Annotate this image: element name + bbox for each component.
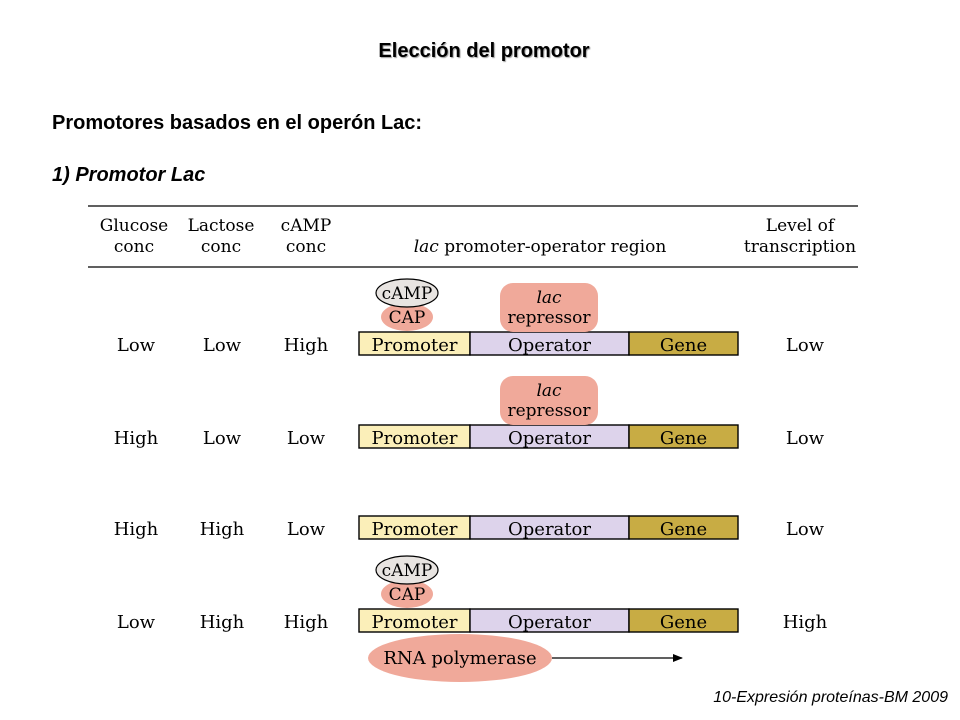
table-row: High High Low Low Promoter Operator Gene xyxy=(114,515,825,540)
lac-repressor xyxy=(500,376,598,425)
glucose-value: Low xyxy=(117,335,156,356)
header-lactose-line2: conc xyxy=(201,237,241,257)
glucose-value: High xyxy=(114,428,159,449)
operator-label: Operator xyxy=(508,335,591,356)
lactose-value: Low xyxy=(203,428,242,449)
promoter-label: Promoter xyxy=(372,612,458,633)
gene-label: Gene xyxy=(660,519,707,540)
camp-value: High xyxy=(284,612,329,633)
camp-value: High xyxy=(284,335,329,356)
lac-repressor xyxy=(500,283,598,332)
gene-label: Gene xyxy=(660,612,707,633)
table-header: Glucose conc Lactose conc cAMP conc lac … xyxy=(100,216,856,257)
promoter-label: Promoter xyxy=(372,335,458,356)
cap-protein xyxy=(381,580,433,608)
transcription-level: Low xyxy=(786,428,825,449)
operator-label: Operator xyxy=(508,428,591,449)
gene-segment xyxy=(628,424,739,449)
operator-label: Operator xyxy=(508,519,591,540)
gene-label: Gene xyxy=(660,335,707,356)
camp-value: Low xyxy=(287,428,326,449)
camp-molecule xyxy=(375,555,439,585)
camp-value: Low xyxy=(287,519,326,540)
header-glucose-line2: conc xyxy=(114,237,154,257)
glucose-value: Low xyxy=(117,612,156,633)
footer-note: 10-Expresión proteínas-BM 2009 xyxy=(713,689,948,706)
lactose-value: Low xyxy=(203,335,242,356)
header-level-line1: Level of xyxy=(766,216,836,236)
lactose-value: High xyxy=(200,519,245,540)
rna-polymerase-label: RNA polymerase xyxy=(383,648,536,669)
header-camp-line2: conc xyxy=(286,237,326,257)
gene-label: Gene xyxy=(660,428,707,449)
lactose-value: High xyxy=(200,612,245,633)
repressor-label-line2: repressor xyxy=(507,308,591,328)
repressor-label-line1: lac xyxy=(536,288,562,308)
section-heading: 1) Promotor Lac xyxy=(52,164,206,186)
transcription-level: High xyxy=(783,612,828,633)
header-camp-line1: cAMP xyxy=(281,216,332,236)
promoter-label: Promoter xyxy=(372,519,458,540)
header-level-line2: transcription xyxy=(744,237,856,257)
table-row: Low Low High Low Promoter Operator Gene CAP cAMP… xyxy=(117,278,825,356)
camp-label: cAMP xyxy=(382,561,433,581)
camp-label: cAMP xyxy=(382,284,433,304)
transcription-level: Low xyxy=(786,519,825,540)
cap-label: CAP xyxy=(389,585,426,605)
gene-segment xyxy=(628,515,739,540)
repressor-label-line1: lac xyxy=(536,381,562,401)
rna-polymerase xyxy=(368,634,552,682)
header-lactose-line1: Lactose xyxy=(188,216,255,236)
slide-title: Elección del promotor xyxy=(378,40,590,62)
header-region: lac promoter-operator region xyxy=(414,237,667,257)
repressor-label-line2: repressor xyxy=(507,401,591,421)
gene-segment xyxy=(628,608,739,633)
table-row: High Low Low Low Promoter Operator Gene lacrepr… xyxy=(114,376,825,449)
camp-molecule xyxy=(375,278,439,308)
transcription-level: Low xyxy=(786,335,825,356)
cap-protein xyxy=(381,303,433,331)
cap-label: CAP xyxy=(389,308,426,328)
glucose-value: High xyxy=(114,519,159,540)
subtitle: Promotores basados en el operón Lac: xyxy=(52,112,423,134)
promoter-label: Promoter xyxy=(372,428,458,449)
operator-label: Operator xyxy=(508,612,591,633)
header-glucose-line1: Glucose xyxy=(100,216,169,236)
gene-segment xyxy=(628,331,739,356)
table-row: Low High High High Promoter Operator Gene CAP cA… xyxy=(117,555,828,682)
